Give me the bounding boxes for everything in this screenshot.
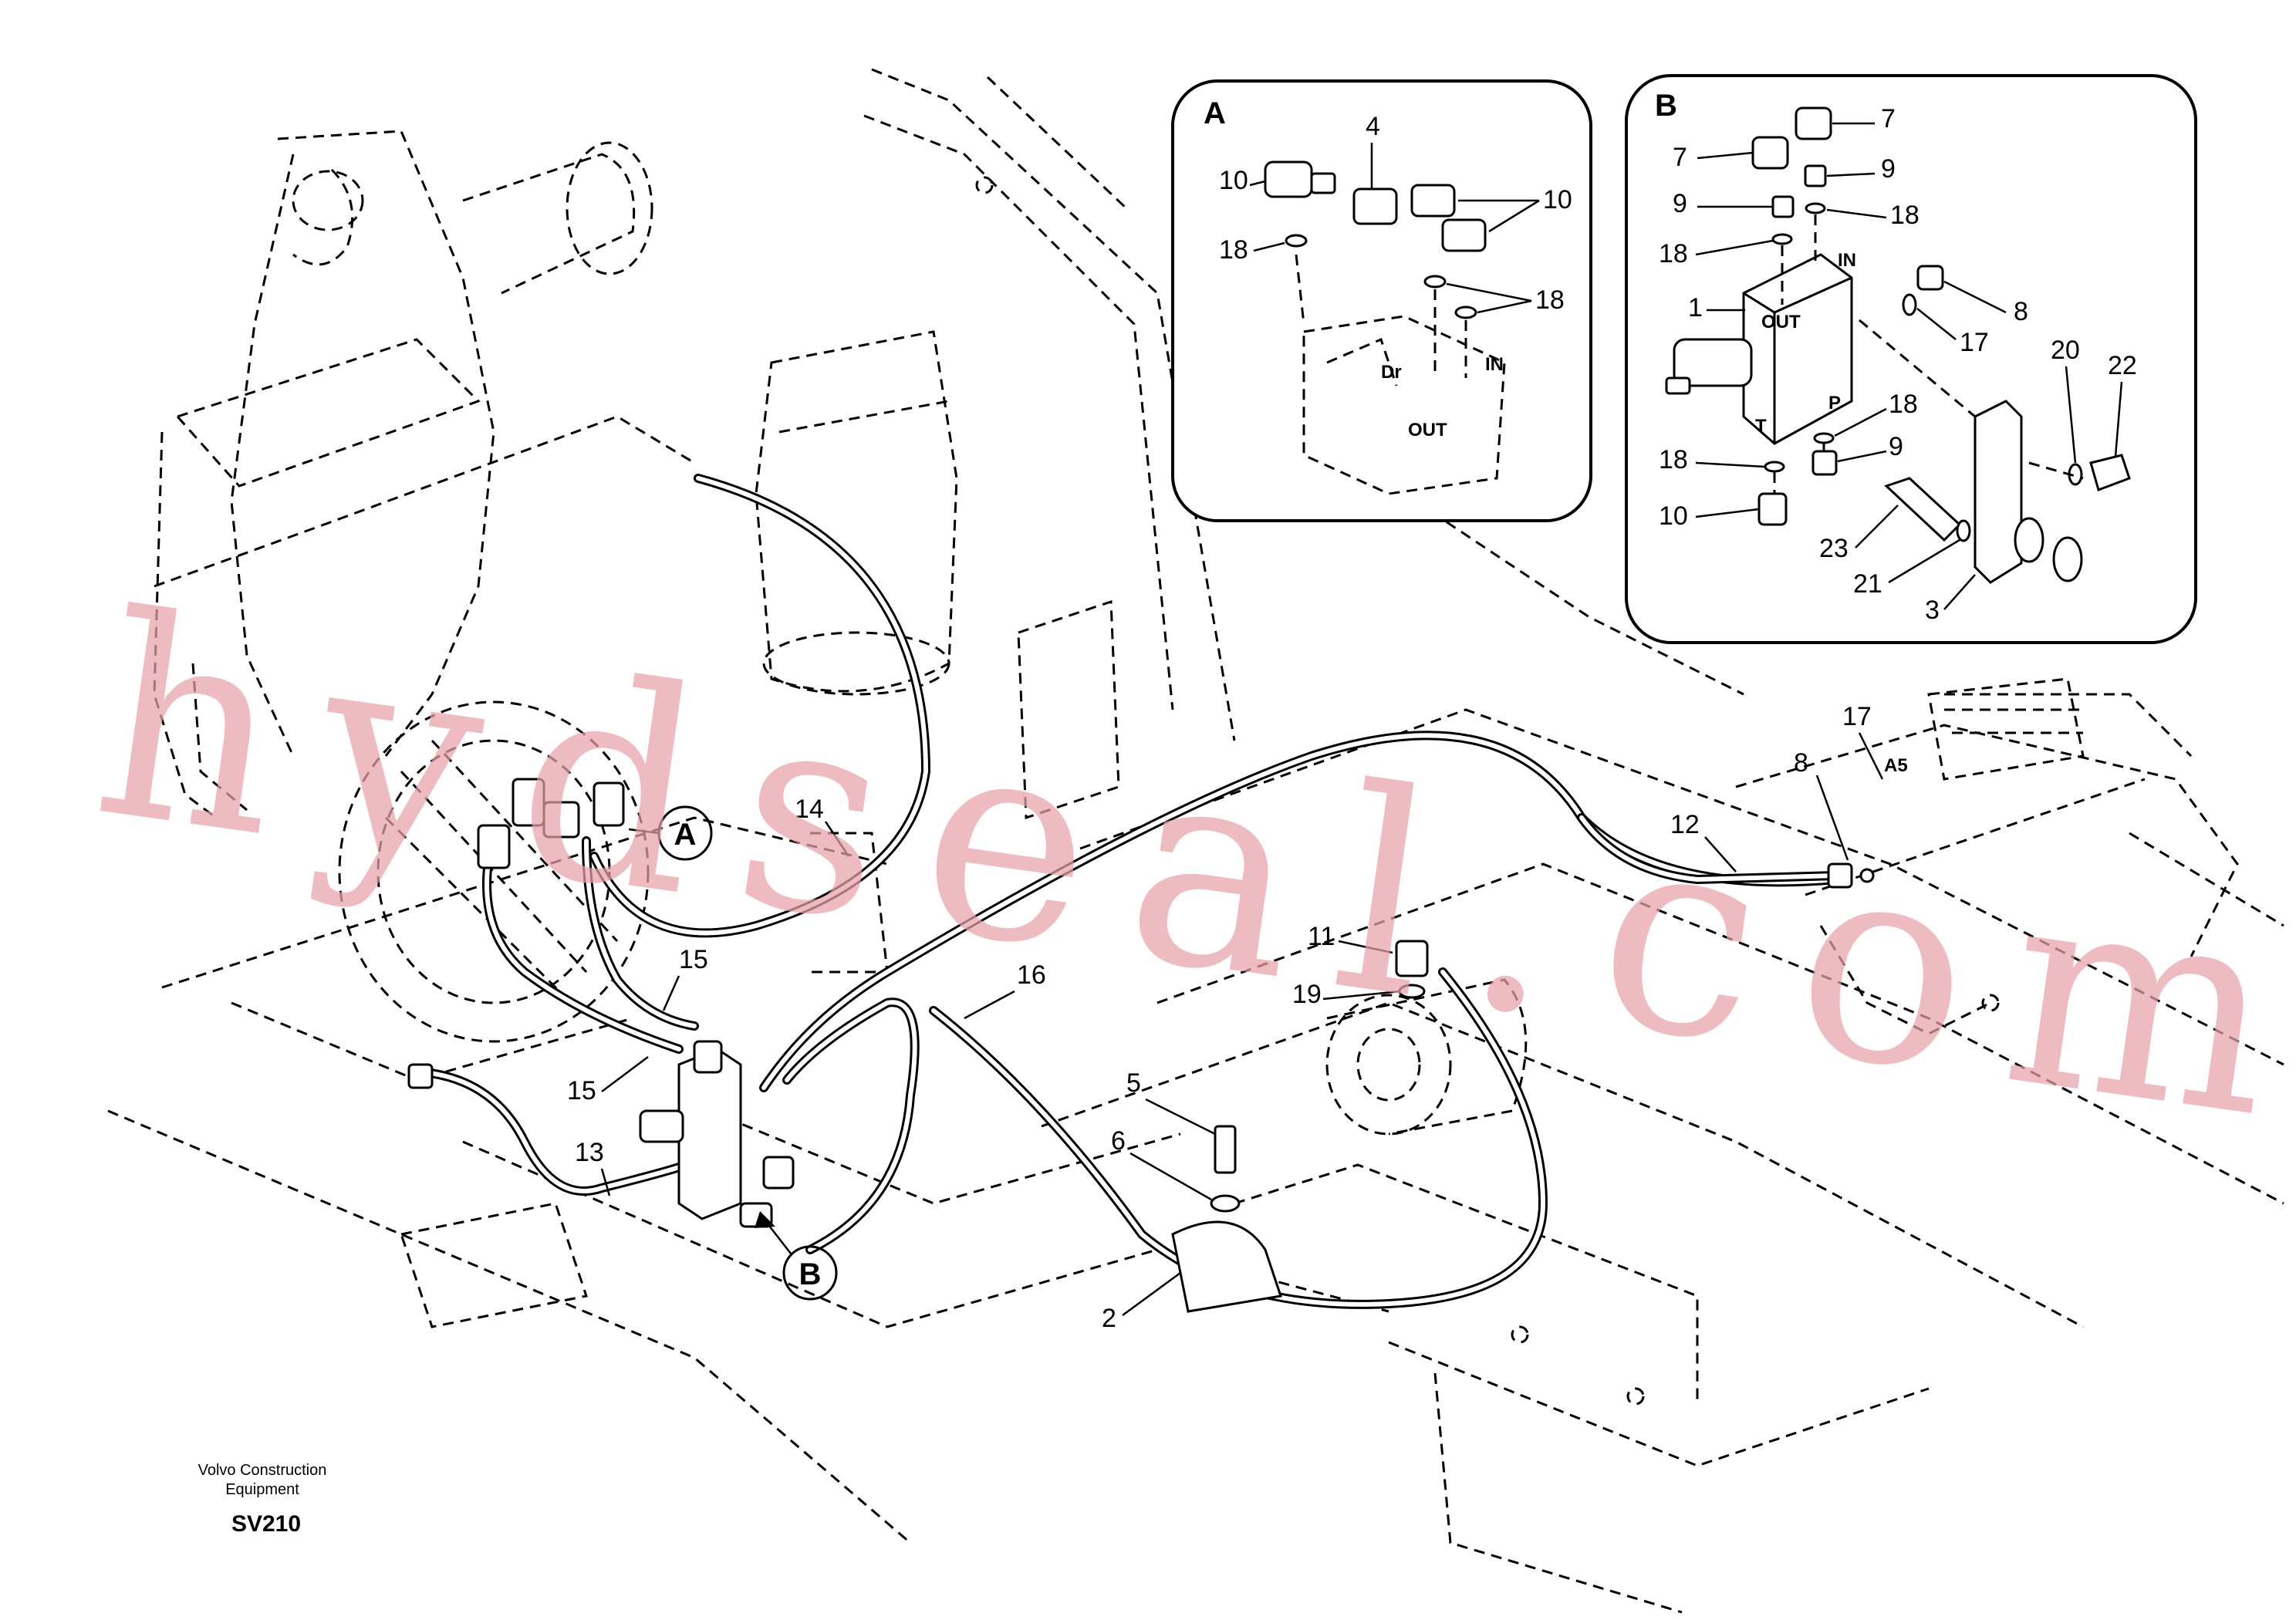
detail-a-adapter-4	[1352, 187, 1398, 225]
detail-a-label-4: 4	[1366, 112, 1380, 141]
detail-a-elbow-10-left	[1264, 160, 1313, 198]
detail-b-label-18-top: 18	[1890, 201, 1920, 230]
detail-b-label-23: 23	[1819, 534, 1849, 563]
main-labels: 14 15 15 16 13 12 17 8 A5 11 19 5 6 2	[567, 702, 1908, 1333]
detail-a-letter: A	[1204, 96, 1226, 130]
detail-a-label-18-right: 18	[1535, 285, 1565, 315]
detail-b-label-3: 3	[1925, 596, 1940, 625]
main-parts	[407, 778, 1875, 1313]
detail-b-label-10: 10	[1659, 501, 1688, 531]
label-8: 8	[1794, 748, 1808, 778]
callout-a-letter: A	[674, 818, 697, 852]
detail-b-panel: B 7 7 9 9	[1625, 74, 2197, 644]
detail-b-port-out: OUT	[1761, 312, 1801, 332]
label-11: 11	[1308, 922, 1335, 951]
detail-a-label-10-left: 10	[1219, 166, 1248, 195]
callout-b[interactable]: B	[755, 1211, 838, 1301]
detail-b-label-7-left: 7	[1673, 143, 1687, 172]
detail-a-port-out: OUT	[1408, 420, 1447, 440]
detail-a-label-18-left: 18	[1219, 235, 1248, 265]
detail-b-label-18-right: 18	[1889, 390, 1918, 419]
detail-b-valve-body-1	[1742, 253, 1853, 445]
detail-b-label-1: 1	[1688, 293, 1703, 322]
detail-b-label-9-left: 9	[1673, 189, 1687, 218]
label-5: 5	[1126, 1068, 1141, 1098]
brand-line-1: Volvo Construction	[198, 1462, 327, 1479]
callout-b-letter: B	[799, 1257, 822, 1291]
detail-b-port-in: IN	[1838, 250, 1856, 271]
detail-a-label-10-right: 10	[1543, 185, 1572, 214]
detail-b-port-p: P	[1828, 393, 1841, 413]
detail-b-bracket-3	[1974, 400, 2023, 584]
port-a5: A5	[1884, 755, 1908, 776]
label-2: 2	[1102, 1304, 1116, 1333]
label-12: 12	[1670, 810, 1700, 839]
detail-b-label-18-left: 18	[1659, 239, 1688, 268]
label-15-upper: 15	[679, 945, 708, 974]
label-14: 14	[795, 795, 824, 824]
detail-b-port-t: T	[1755, 416, 1767, 437]
detail-a-panel: A 4 10 10 18 18 Dr IN OUT	[1171, 79, 1592, 522]
callout-a[interactable]: A	[628, 805, 713, 861]
detail-b-label-18-lower: 18	[1659, 445, 1688, 474]
footer: Volvo Construction Equipment SV210	[198, 1462, 327, 1537]
detail-b-label-7-top: 7	[1881, 104, 1896, 133]
detail-b-label-21: 21	[1853, 569, 1882, 599]
detail-b-label-17: 17	[1960, 328, 1989, 357]
detail-b-label-20: 20	[2051, 336, 2080, 365]
hose-group	[420, 474, 1841, 1309]
detail-a-elbow-10-right	[1410, 184, 1456, 218]
label-13: 13	[575, 1138, 604, 1167]
drawing-code: SV210	[231, 1511, 301, 1537]
label-19: 19	[1292, 980, 1322, 1009]
detail-b-letter: B	[1655, 89, 1677, 123]
detail-b-label-8: 8	[2014, 297, 2028, 326]
machine-outline	[107, 68, 2284, 1614]
detail-a-port-dr: Dr	[1381, 362, 1402, 383]
brand-line-2: Equipment	[225, 1481, 299, 1498]
label-15-lower: 15	[567, 1076, 596, 1105]
detail-b-label-22: 22	[2108, 351, 2137, 380]
detail-b-label-9-top: 9	[1881, 154, 1896, 184]
detail-a-port-in: IN	[1485, 354, 1504, 375]
label-17: 17	[1842, 702, 1872, 731]
label-6: 6	[1111, 1126, 1126, 1156]
detail-b-label-9-right: 9	[1889, 432, 1903, 461]
label-16: 16	[1017, 960, 1046, 990]
